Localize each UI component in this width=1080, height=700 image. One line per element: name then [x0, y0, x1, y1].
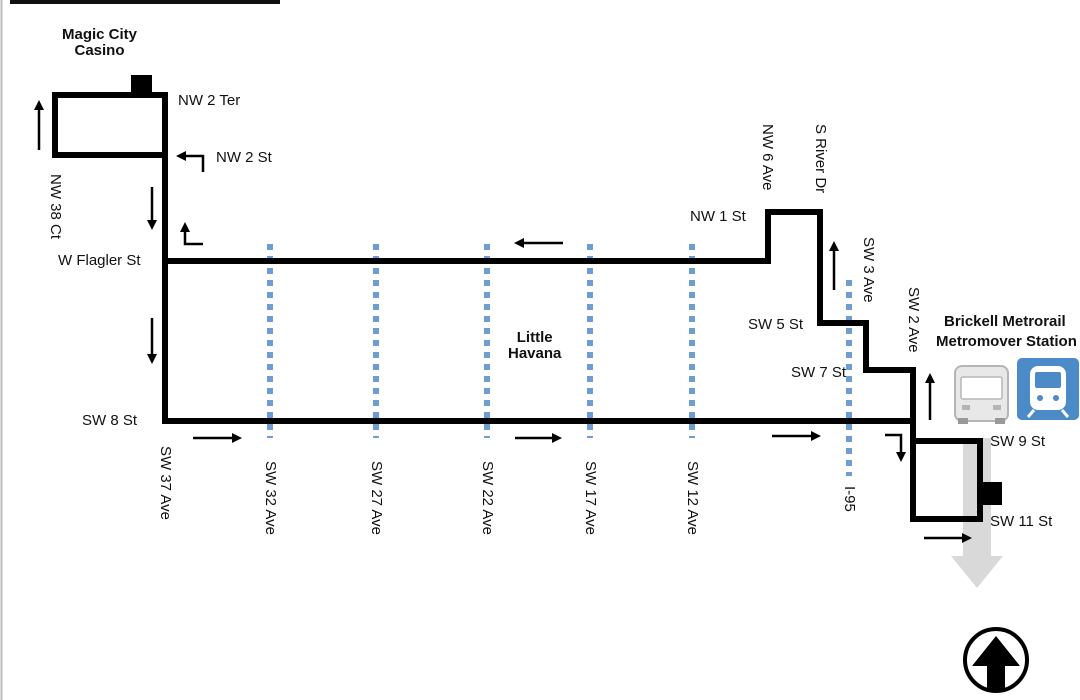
bus-route: [52, 92, 983, 522]
avenue-sw-3-ave: SW 3 Ave: [860, 237, 877, 303]
street-w-flagler-st: W Flagler St: [58, 252, 141, 269]
street-nw-2-ter: NW 2 Ter: [178, 92, 241, 109]
street-sw-9-st: SW 9 St: [990, 433, 1046, 450]
street-nw-1-st: NW 1 St: [690, 208, 746, 225]
avenue-sw-27-ave: SW 27 Ave: [368, 461, 385, 535]
avenue-sw-2-ave: SW 2 Ave: [905, 287, 922, 353]
street-sw-7-st: SW 7 St: [791, 364, 847, 381]
direction-arrows: [34, 100, 972, 543]
district-label-line2: Havana: [508, 345, 562, 362]
station-label-line1: Brickell Metrorail: [944, 313, 1066, 330]
casino-label: Magic City Casino: [62, 27, 137, 59]
casino-label-line2: Casino: [74, 42, 125, 59]
casino-label-line1: Magic City: [62, 26, 138, 43]
casino-stop-marker: [131, 75, 152, 97]
avenue-sw-22-ave: SW 22 Ave: [479, 461, 496, 535]
station-label-line2: Metromover Station: [936, 333, 1077, 350]
title-fragment: [10, 0, 280, 4]
street-nw-2-st: NW 2 St: [216, 149, 272, 166]
station-label: Brickell Metrorail Metromover Station: [936, 312, 1077, 352]
metromover-icon: [1017, 358, 1079, 420]
avenue-s-river-dr: S River Dr: [812, 124, 829, 194]
street-sw-11-st: SW 11 St: [990, 513, 1053, 530]
street-sw-8-st: SW 8 St: [82, 412, 138, 429]
bus-icon: [954, 365, 1009, 424]
street-sw-5-st: SW 5 St: [748, 316, 804, 333]
avenue-sw-37-ave: SW 37 Ave: [157, 446, 174, 520]
avenue-i-95: I-95: [841, 486, 858, 512]
avenue-sw-17-ave: SW 17 Ave: [582, 461, 599, 535]
north-arrow-icon: [963, 627, 1029, 693]
avenue-nw-38-ct: NW 38 Ct: [47, 174, 64, 240]
district-label: Little Havana: [508, 330, 561, 362]
district-label-line1: Little: [516, 329, 553, 346]
avenue-sw-32-ave: SW 32 Ave: [262, 461, 279, 535]
avenue-nw-6-ave: NW 6 Ave: [759, 124, 776, 191]
station-stop-marker: [980, 482, 1002, 505]
avenue-lines: [267, 244, 852, 476]
avenue-sw-12-ave: SW 12 Ave: [684, 461, 701, 535]
